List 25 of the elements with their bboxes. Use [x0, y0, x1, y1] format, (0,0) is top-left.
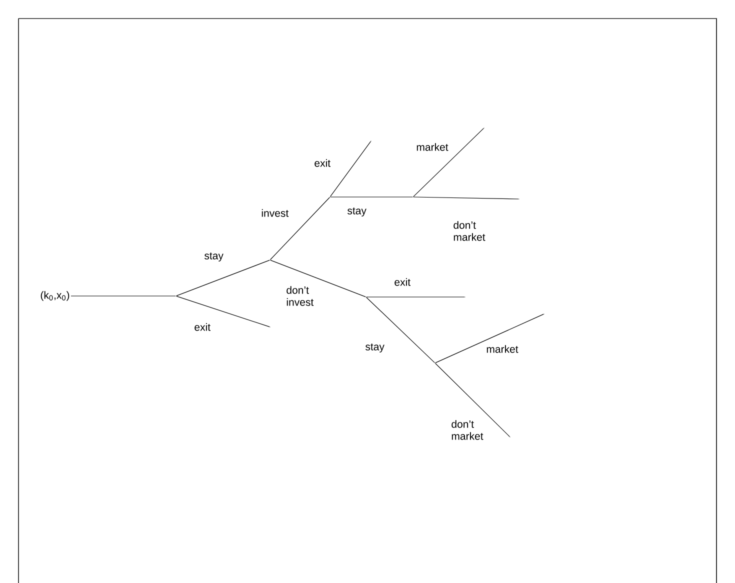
branch-line	[176, 296, 270, 328]
edge-label: invest	[262, 209, 289, 217]
edge-label: stay	[366, 344, 384, 352]
edge-label: don’t invest	[286, 286, 314, 306]
state-label: (k$_{0}$,x$_{0}$)	[40, 291, 70, 301]
branch-line	[435, 314, 544, 364]
branch-line	[176, 260, 270, 296]
edge-label: stay	[348, 208, 366, 216]
branch-line	[330, 141, 371, 197]
edge-label: stay	[204, 252, 224, 262]
edge-label: don’t market	[454, 221, 486, 241]
edge-label: exit	[314, 159, 330, 167]
edge-label: market	[486, 345, 518, 353]
edge-label: exit	[194, 323, 210, 331]
branch-line	[435, 363, 510, 437]
branch-line	[366, 296, 465, 298]
branch-line	[270, 197, 330, 260]
branch-line	[366, 297, 435, 363]
edge-label: market	[416, 143, 448, 151]
edge-label: don’t market	[452, 420, 484, 440]
branch-line	[413, 128, 484, 197]
branch-line	[413, 196, 519, 200]
branch-line	[270, 260, 366, 298]
branch-line	[330, 196, 413, 198]
edge-label: exit	[394, 278, 410, 286]
